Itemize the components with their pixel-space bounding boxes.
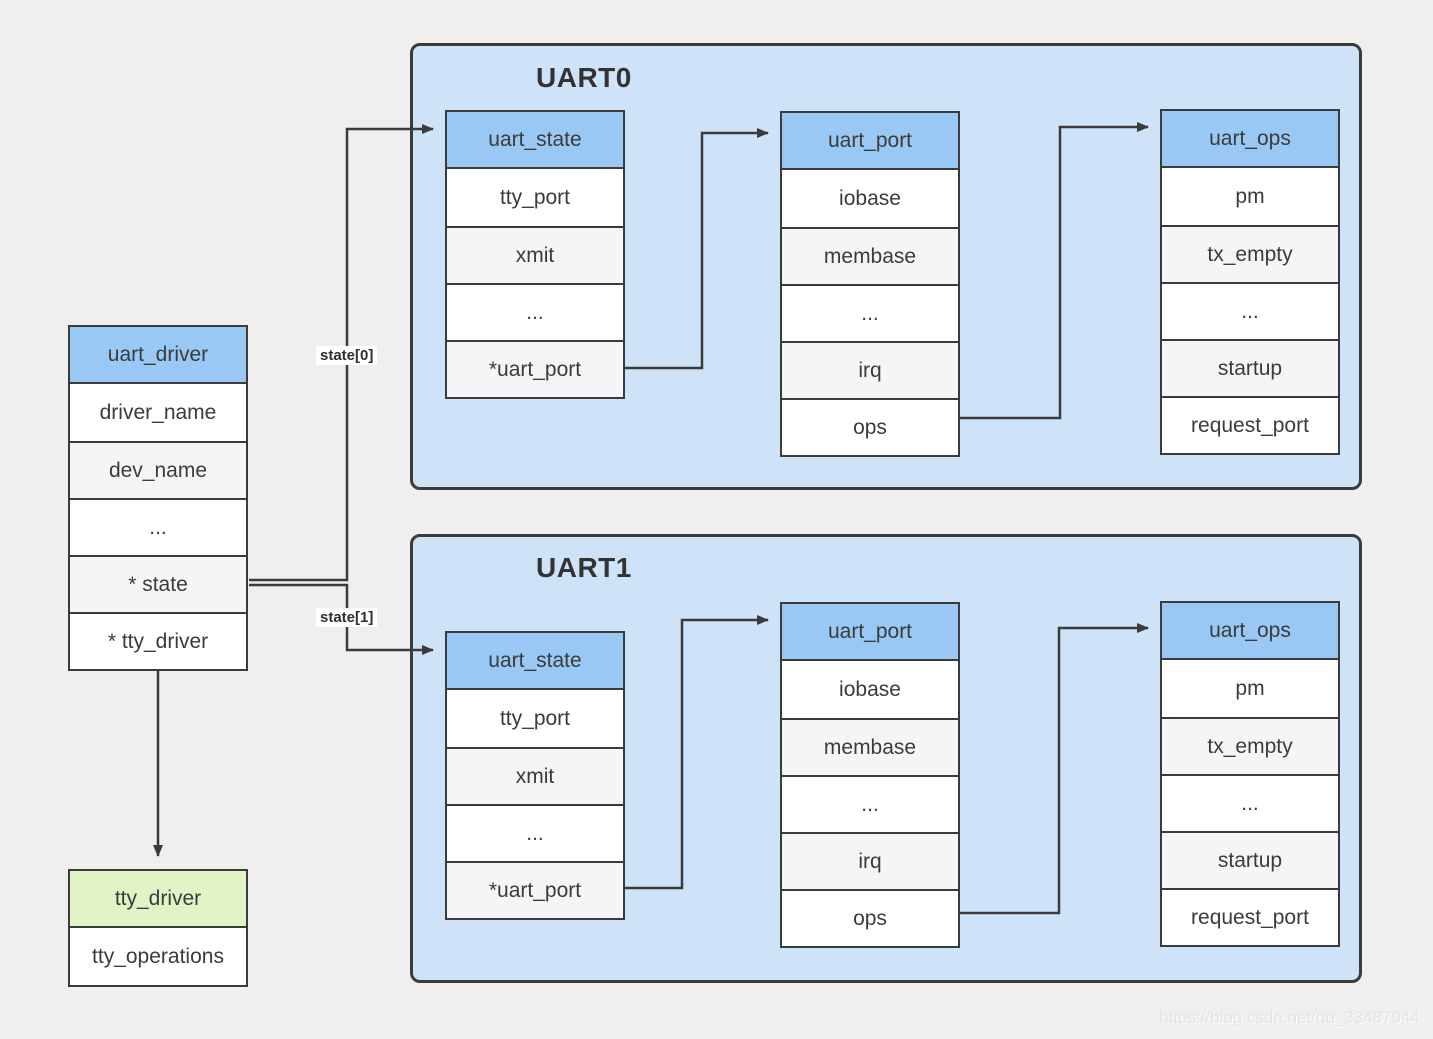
struct-field: *uart_port xyxy=(447,340,623,397)
struct-header: uart_state xyxy=(447,112,623,169)
struct-field: ... xyxy=(447,804,623,861)
struct-field: irq xyxy=(782,832,958,889)
struct-field: ops xyxy=(782,889,958,946)
struct-field: xmit xyxy=(447,747,623,804)
uart0-title: UART0 xyxy=(536,62,632,93)
struct-field: request_port xyxy=(1162,396,1338,453)
struct-field: ... xyxy=(1162,774,1338,831)
uart0-uart-port-box: uart_port iobase membase ... irq ops xyxy=(780,111,960,457)
struct-header: uart_port xyxy=(782,604,958,661)
struct-field: tx_empty xyxy=(1162,225,1338,282)
struct-field: iobase xyxy=(782,661,958,718)
struct-field: ops xyxy=(782,398,958,455)
edge-label-state1: state[1] xyxy=(316,608,378,627)
uart1-uart-state-box: uart_state tty_port xmit ... *uart_port xyxy=(445,631,625,920)
uart0-uart-ops-box: uart_ops pm tx_empty ... startup request… xyxy=(1160,109,1340,455)
struct-field: pm xyxy=(1162,168,1338,225)
struct-field: request_port xyxy=(1162,888,1338,945)
uart1-uart-port-box: uart_port iobase membase ... irq ops xyxy=(780,602,960,948)
watermark-url: https://blog.csdn.net/qq_33487044 xyxy=(1159,1008,1420,1027)
struct-field: *uart_port xyxy=(447,861,623,918)
struct-field: tx_empty xyxy=(1162,717,1338,774)
struct-field: ... xyxy=(782,284,958,341)
uart1-title: UART1 xyxy=(536,552,632,583)
struct-header: uart_state xyxy=(447,633,623,690)
struct-field: xmit xyxy=(447,226,623,283)
struct-field: membase xyxy=(782,718,958,775)
edge-label-state0: state[0] xyxy=(316,346,378,365)
struct-header: tty_driver xyxy=(70,871,246,928)
uart0-uart-state-box: uart_state tty_port xmit ... *uart_port xyxy=(445,110,625,399)
struct-field: tty_operations xyxy=(70,928,246,985)
struct-field: iobase xyxy=(782,170,958,227)
struct-field: * tty_driver xyxy=(70,612,246,669)
struct-field: tty_port xyxy=(447,690,623,747)
uart-driver-box: uart_driver driver_name dev_name ... * s… xyxy=(68,325,248,671)
struct-header: uart_port xyxy=(782,113,958,170)
struct-header: uart_ops xyxy=(1162,603,1338,660)
uart1-uart-ops-box: uart_ops pm tx_empty ... startup request… xyxy=(1160,601,1340,947)
struct-field: dev_name xyxy=(70,441,246,498)
struct-field: irq xyxy=(782,341,958,398)
struct-field: driver_name xyxy=(70,384,246,441)
struct-field: tty_port xyxy=(447,169,623,226)
struct-header: uart_ops xyxy=(1162,111,1338,168)
struct-field: ... xyxy=(70,498,246,555)
struct-field: membase xyxy=(782,227,958,284)
struct-field: ... xyxy=(447,283,623,340)
struct-field: ... xyxy=(1162,282,1338,339)
struct-field: startup xyxy=(1162,339,1338,396)
struct-field: ... xyxy=(782,775,958,832)
struct-field: startup xyxy=(1162,831,1338,888)
struct-field: * state xyxy=(70,555,246,612)
tty-driver-box: tty_driver tty_operations xyxy=(68,869,248,987)
struct-field: pm xyxy=(1162,660,1338,717)
struct-header: uart_driver xyxy=(70,327,246,384)
